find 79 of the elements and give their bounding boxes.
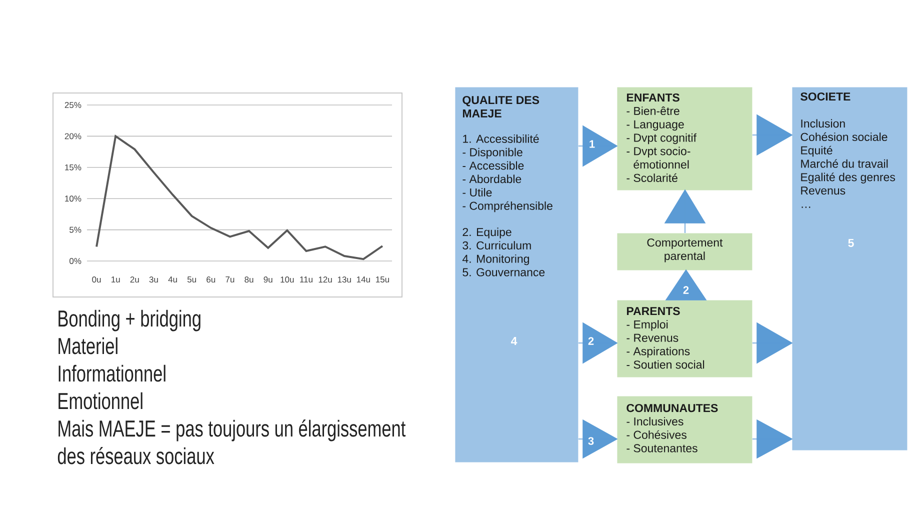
x-tick-label: 7u xyxy=(226,276,234,282)
list-item: - Language xyxy=(626,120,684,131)
list-item: - Scolarité xyxy=(626,173,678,182)
list-item: - Compréhensible xyxy=(462,201,552,212)
triangle-arrow xyxy=(666,270,707,300)
line-series xyxy=(96,135,384,260)
panel-number: 5 xyxy=(848,239,854,247)
list-item: Inclusion xyxy=(801,119,845,128)
outcome-box xyxy=(617,300,752,378)
x-tick-label: 6u xyxy=(206,276,216,283)
list-item: - Disponible xyxy=(462,148,522,159)
note-text: Informationnel xyxy=(58,364,166,382)
list-item: - Cohésives xyxy=(626,430,686,439)
x-tick-label: 5u xyxy=(187,276,196,282)
outcome-box xyxy=(617,87,752,190)
list-item: - Aspirations xyxy=(626,346,690,358)
list-item: Cohésion sociale xyxy=(800,132,888,141)
x-tick-label: 1u xyxy=(112,276,120,282)
y-tick-label: 20% xyxy=(64,133,82,140)
triangle-arrow xyxy=(578,420,618,459)
list-item: 5. Gouvernance xyxy=(462,268,545,276)
x-tick-label: 11u xyxy=(300,276,312,282)
x-tick-label: 13u xyxy=(338,276,351,283)
note-text: Emotionnel xyxy=(58,392,142,410)
list-item: - Soutenantes xyxy=(626,444,698,452)
outcome-box xyxy=(617,233,752,270)
list-item: … xyxy=(802,206,810,208)
list-item: 1. Accessibilité xyxy=(463,134,539,143)
list-item: - Emploi xyxy=(626,320,668,331)
y-tick-label: 25% xyxy=(64,102,82,108)
list-item: - Soutien social xyxy=(626,360,704,369)
panel-box xyxy=(455,87,578,462)
x-tick-label: 0u xyxy=(92,276,101,283)
y-tick-label: 15% xyxy=(65,164,82,170)
list-item: 3. Curriculum xyxy=(462,241,531,250)
triangle-arrow xyxy=(578,126,618,167)
panel-box xyxy=(792,87,908,450)
outcome-box xyxy=(617,396,752,464)
x-tick-label: 14u xyxy=(356,276,370,282)
x-tick-label: 4u xyxy=(168,276,177,282)
box-heading: SOCIETE xyxy=(800,92,850,101)
list-item: Equité xyxy=(801,146,832,157)
x-tick-label: 3u xyxy=(149,276,158,283)
triangle-arrow xyxy=(752,420,792,459)
panel-number: 4 xyxy=(510,337,518,345)
triangle-arrow xyxy=(752,322,792,364)
x-tick-label: 15u xyxy=(376,276,389,282)
x-tick-label: 9u xyxy=(264,276,272,283)
note-text: Bonding + bridging xyxy=(58,310,200,332)
list-item: 4. Monitoring xyxy=(462,254,529,266)
box-text: Comportement parental xyxy=(647,238,723,262)
list-item: - Dvpt socio-émotionnel xyxy=(626,146,690,169)
y-tick-label: 5% xyxy=(70,226,82,233)
x-tick-label: 8u xyxy=(244,276,254,283)
list-item: - Bien-être xyxy=(626,106,680,115)
list-item: Revenus xyxy=(801,186,846,195)
note-text: Mais MAEJE = pas toujours un élargissement des réseaux sociaux xyxy=(58,420,406,464)
triangle-arrow xyxy=(578,322,618,364)
list-item: - Utile xyxy=(462,188,492,196)
y-tick-label: 0% xyxy=(70,258,82,264)
list-item: Marché du travail xyxy=(801,159,888,168)
list-item: - Revenus xyxy=(626,334,678,342)
list-item: - Accessible xyxy=(462,161,524,170)
list-item: - Dvpt cognitif xyxy=(626,133,697,144)
box-heading: PARENTS xyxy=(626,306,680,316)
list-item: 2. Equipe xyxy=(462,228,512,238)
box-heading: ENFANTS xyxy=(626,93,680,102)
triangle-arrow xyxy=(664,190,706,234)
box-heading: QUALITE DES MAEJE xyxy=(462,96,540,118)
list-item: - Abordable xyxy=(462,174,522,184)
list-item: Egalité des genres xyxy=(801,172,896,184)
x-tick-label: 2u xyxy=(130,276,139,283)
y-tick-label: 10% xyxy=(65,196,82,202)
list-item: - Inclusives xyxy=(626,417,684,426)
box-heading: COMMUNAUTES xyxy=(626,404,718,412)
x-tick-label: 12u xyxy=(318,276,332,283)
x-tick-label: 10u xyxy=(280,276,294,283)
triangle-arrow xyxy=(752,114,792,156)
note-text: Materiel xyxy=(58,337,118,354)
